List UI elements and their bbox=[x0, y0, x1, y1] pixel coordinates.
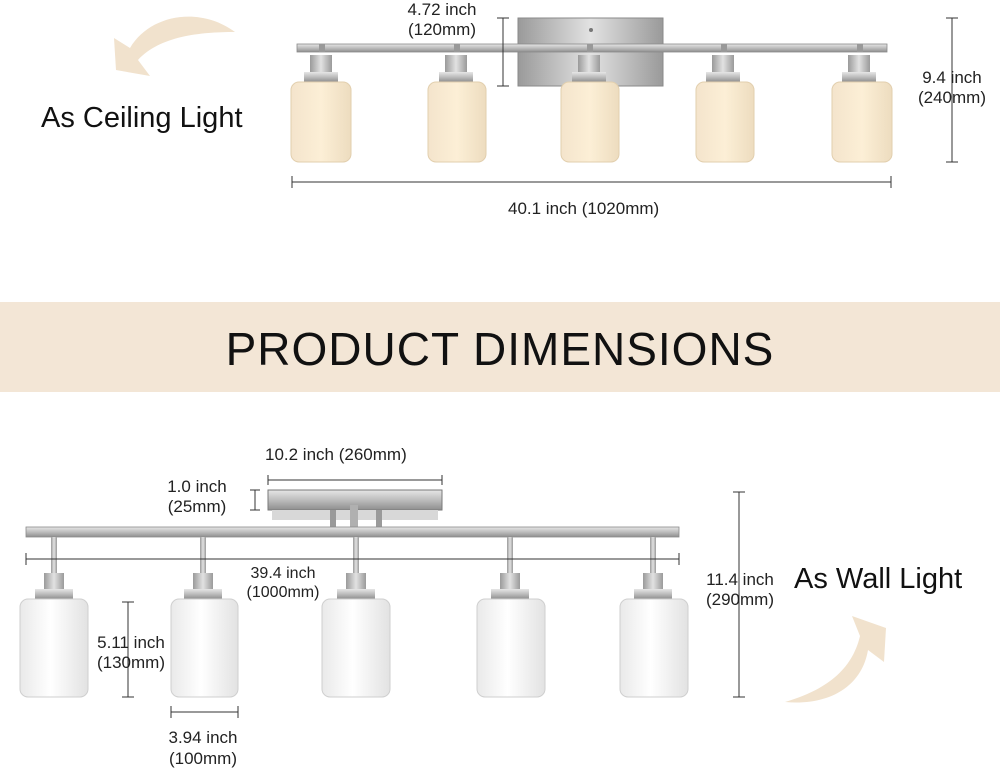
shade-width-label: 3.94 inch (100mm) bbox=[150, 727, 256, 769]
wall-lamp bbox=[619, 537, 689, 698]
ceiling-height-label: 9.4 inch (240mm) bbox=[905, 68, 999, 108]
wall-dimension-lines bbox=[25, 475, 745, 718]
ceiling-lamp bbox=[427, 44, 487, 163]
span-mm: (1000mm) bbox=[246, 584, 320, 601]
wall-height-label: 11.4 inch (290mm) bbox=[692, 570, 788, 610]
ceiling-height-mm: (240mm) bbox=[917, 88, 986, 107]
ceiling-lamp bbox=[560, 44, 620, 163]
ceiling-fixture bbox=[290, 17, 893, 163]
plate-width-label: 10.2 inch (260mm) bbox=[265, 445, 407, 464]
wall-caption: As Wall Light bbox=[794, 563, 963, 595]
span-label: 39.4 inch (1000mm) bbox=[238, 564, 328, 602]
wall-height-mm: (290mm) bbox=[705, 590, 774, 609]
span-inch: 39.4 inch bbox=[250, 565, 316, 582]
wall-lamp bbox=[170, 537, 239, 698]
ceiling-dimension-lines bbox=[291, 17, 958, 188]
wall-lamp bbox=[19, 537, 89, 698]
dimensions-banner: PRODUCT DIMENSIONS bbox=[0, 302, 1000, 392]
shade-width-mm: (100mm) bbox=[168, 749, 237, 768]
ceiling-depth-inch: 4.72 inch bbox=[407, 0, 477, 19]
ceiling-caption: As Ceiling Light bbox=[41, 102, 243, 134]
ceiling-arrow-icon bbox=[114, 16, 235, 76]
ceiling-depth-label: 4.72 inch (120mm) bbox=[392, 0, 492, 40]
shade-height-inch: 5.11 inch bbox=[97, 633, 165, 652]
banner-title: PRODUCT DIMENSIONS bbox=[225, 323, 775, 375]
plate-depth-label: 1.0 inch (25mm) bbox=[155, 477, 239, 517]
shade-height-label: 5.11 inch (130mm) bbox=[88, 633, 174, 673]
plate-depth-inch: 1.0 inch bbox=[167, 477, 227, 496]
ceiling-lamp bbox=[290, 44, 352, 163]
plate-depth-mm: (25mm) bbox=[167, 497, 227, 516]
shade-height-mm: (130mm) bbox=[96, 653, 165, 672]
wall-fixture bbox=[19, 489, 689, 698]
wall-lamp bbox=[476, 537, 546, 698]
ceiling-height-inch: 9.4 inch bbox=[922, 68, 982, 87]
wall-height-inch: 11.4 inch bbox=[706, 570, 774, 589]
ceiling-lamp bbox=[831, 44, 893, 163]
shade-width-inch: 3.94 inch bbox=[168, 728, 238, 747]
ceiling-width-label: 40.1 inch (1020mm) bbox=[508, 199, 660, 218]
wall-arrow-icon bbox=[785, 616, 886, 703]
wall-lamp bbox=[321, 537, 391, 698]
ceiling-depth-mm: (120mm) bbox=[407, 20, 476, 39]
ceiling-lamp bbox=[695, 44, 755, 163]
